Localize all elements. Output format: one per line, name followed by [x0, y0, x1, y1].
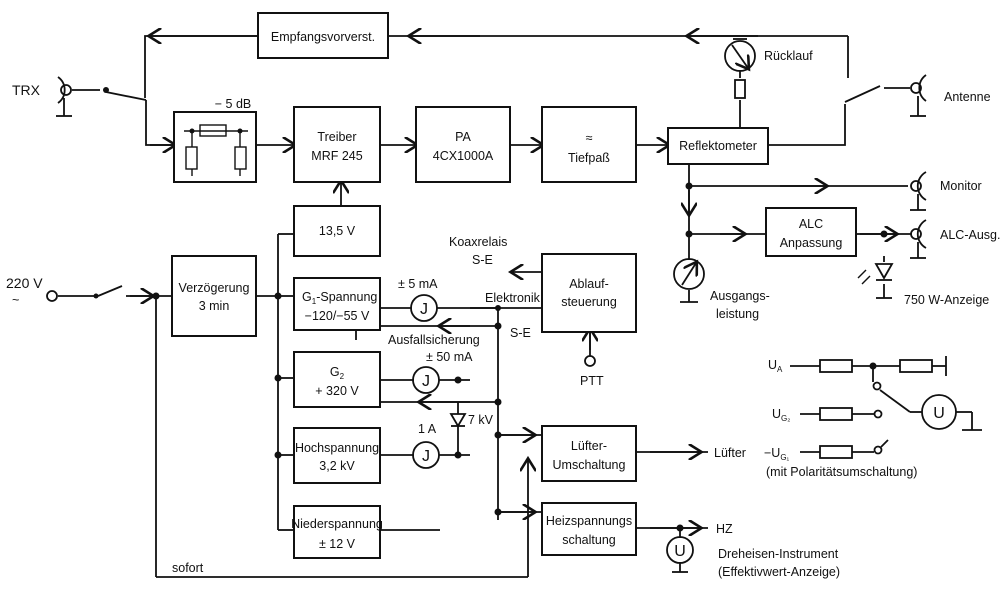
- hv-label: Hochspannung: [295, 441, 379, 455]
- treiber-label: Treiber: [317, 130, 356, 144]
- g2-meter-icon: J: [412, 366, 440, 394]
- hv-value: 3,2 kV: [319, 459, 355, 473]
- elektronik-label: Elektronik: [485, 291, 541, 305]
- block-attenuator: − 5 dB: [173, 97, 257, 183]
- koax-label: Koaxrelais: [449, 235, 507, 249]
- polaritaet-label: (mit Polaritätsumschaltung): [766, 465, 917, 479]
- mains-terminal-icon: [46, 290, 99, 302]
- hz-label: HZ: [716, 522, 733, 536]
- block-hochspannung: Hochspannung 3,2 kV: [293, 427, 381, 484]
- block-pa: PA 4CX1000A: [415, 106, 511, 183]
- selector-meter-icon: U: [921, 394, 957, 430]
- svg-text:J: J: [420, 301, 428, 318]
- zener-diode-icon: [449, 413, 467, 428]
- v220-label: 220 V: [6, 275, 43, 291]
- ua-label: UA: [768, 358, 783, 374]
- verz-label: Verzögerung: [179, 281, 250, 295]
- ausgangsleistung-meter-icon: [673, 258, 705, 290]
- wires: [58, 36, 982, 578]
- a1-label: 1 A: [418, 422, 437, 436]
- tiefpass-symbol: ≈: [586, 131, 593, 145]
- treiber-type: MRF 245: [311, 149, 362, 163]
- v220-tilde: ~: [12, 293, 19, 307]
- block-reflektometer: Reflektometer: [667, 127, 769, 165]
- g1-value: −120/−55 V: [305, 309, 370, 323]
- ptt-label: PTT: [580, 374, 604, 388]
- svg-text:U: U: [674, 543, 686, 560]
- ablauf-label: Ablauf-: [569, 277, 609, 291]
- luefter-label: Lüfter-: [571, 439, 607, 453]
- kv7-label: 7 kV: [468, 413, 494, 427]
- block-tiefpass: ≈ Tiefpaß: [541, 106, 637, 183]
- koax-se-label: S-E: [472, 253, 493, 267]
- block-heizspannungsschaltung: Heizspannungs schaltung: [541, 502, 637, 556]
- reflektometer-label: Reflektometer: [679, 139, 757, 153]
- ruecklauf-meter-icon: [724, 38, 756, 99]
- junction-dots: [103, 87, 888, 532]
- alc-out-label: ALC-Ausg.: [940, 228, 1000, 242]
- ausgangs-label: Ausgangs-: [710, 289, 770, 303]
- ptt-terminal-icon: [584, 355, 596, 367]
- ug1-label: −UG₁: [764, 446, 790, 462]
- monitor-label: Monitor: [940, 179, 982, 193]
- ausgangs-label-2: leistung: [716, 307, 759, 321]
- block-alc-anpassung: ALC Anpassung: [765, 207, 857, 257]
- svg-text:G1-Spannung: G1-Spannung: [302, 290, 377, 306]
- alc-out-connector-icon: [910, 219, 927, 259]
- svg-text:J: J: [422, 373, 430, 390]
- v135-label: 13,5 V: [319, 224, 356, 238]
- ablauf-label-2: steuerung: [561, 295, 617, 309]
- nd-label: Niederspannung: [291, 517, 383, 531]
- trx-label: TRX: [12, 82, 41, 98]
- pa-label: PA: [455, 130, 471, 144]
- dreheisen-label-2: (Effektivwert-Anzeige): [718, 565, 840, 579]
- attenuator-label: − 5 dB: [215, 97, 252, 111]
- g1-meter-icon: J: [410, 294, 438, 322]
- block-g2: G2 + 320 V: [293, 351, 381, 408]
- labels: TRX Antenne Rücklauf Monitor ALC-Ausg. 7…: [6, 49, 1000, 579]
- trx-connector-icon: [56, 76, 72, 117]
- monitor-connector-icon: [910, 171, 927, 211]
- block-verzoegerung: Verzögerung 3 min: [171, 255, 257, 337]
- pa-type: 4CX1000A: [433, 149, 494, 163]
- luefter-out-label: Lüfter: [714, 446, 746, 460]
- luefter-label-2: Umschaltung: [553, 458, 626, 472]
- ausfall-label: Ausfallsicherung: [388, 333, 480, 347]
- antenne-label: Antenne: [944, 90, 991, 104]
- dreheisen-label: Dreheisen-Instrument: [718, 547, 839, 561]
- g2-value: + 320 V: [315, 384, 359, 398]
- ma5-label: ± 5 mA: [398, 277, 438, 291]
- nd-value: ± 12 V: [319, 537, 356, 551]
- selector-resistors: [819, 359, 933, 459]
- heiz-meter-icon: U: [666, 536, 694, 564]
- ruecklauf-label: Rücklauf: [764, 49, 813, 63]
- block-luefter-umschaltung: Lüfter- Umschaltung: [541, 425, 637, 482]
- sofort-label: sofort: [172, 561, 204, 575]
- svg-text:U: U: [933, 405, 945, 422]
- alc-label-2: Anpassung: [780, 236, 843, 250]
- heiz-label: Heizspannungs: [546, 514, 632, 528]
- block-treiber: Treiber MRF 245: [293, 106, 381, 183]
- heiz-label-2: schaltung: [562, 533, 616, 547]
- block-13-5v: 13,5 V: [293, 205, 381, 257]
- hv-meter-icon: J: [412, 441, 440, 469]
- ug2-label: UG₂: [772, 407, 790, 423]
- alc-label: ALC: [799, 217, 823, 231]
- tiefpass-label: Tiefpaß: [568, 151, 610, 165]
- block-niederspannung: Niederspannung ± 12 V: [291, 505, 383, 559]
- w-anzeige-label: 750 W-Anzeige: [904, 293, 989, 307]
- block-g1-spannung: G1-Spannung −120/−55 V: [293, 277, 381, 331]
- se-label: S-E: [510, 326, 531, 340]
- verz-time: 3 min: [199, 299, 230, 313]
- svg-text:J: J: [422, 448, 430, 465]
- ma50-label: ± 50 mA: [426, 350, 473, 364]
- svg-text:G2: G2: [330, 365, 345, 381]
- antenne-connector-icon: [910, 74, 927, 117]
- block-empfangsvorverst: Empfangsvorverst.: [257, 12, 389, 59]
- led-icon: [857, 263, 894, 285]
- empfangs-label: Empfangsvorverst.: [271, 30, 375, 44]
- block-ablaufsteuerung: Ablauf- steuerung: [541, 253, 637, 333]
